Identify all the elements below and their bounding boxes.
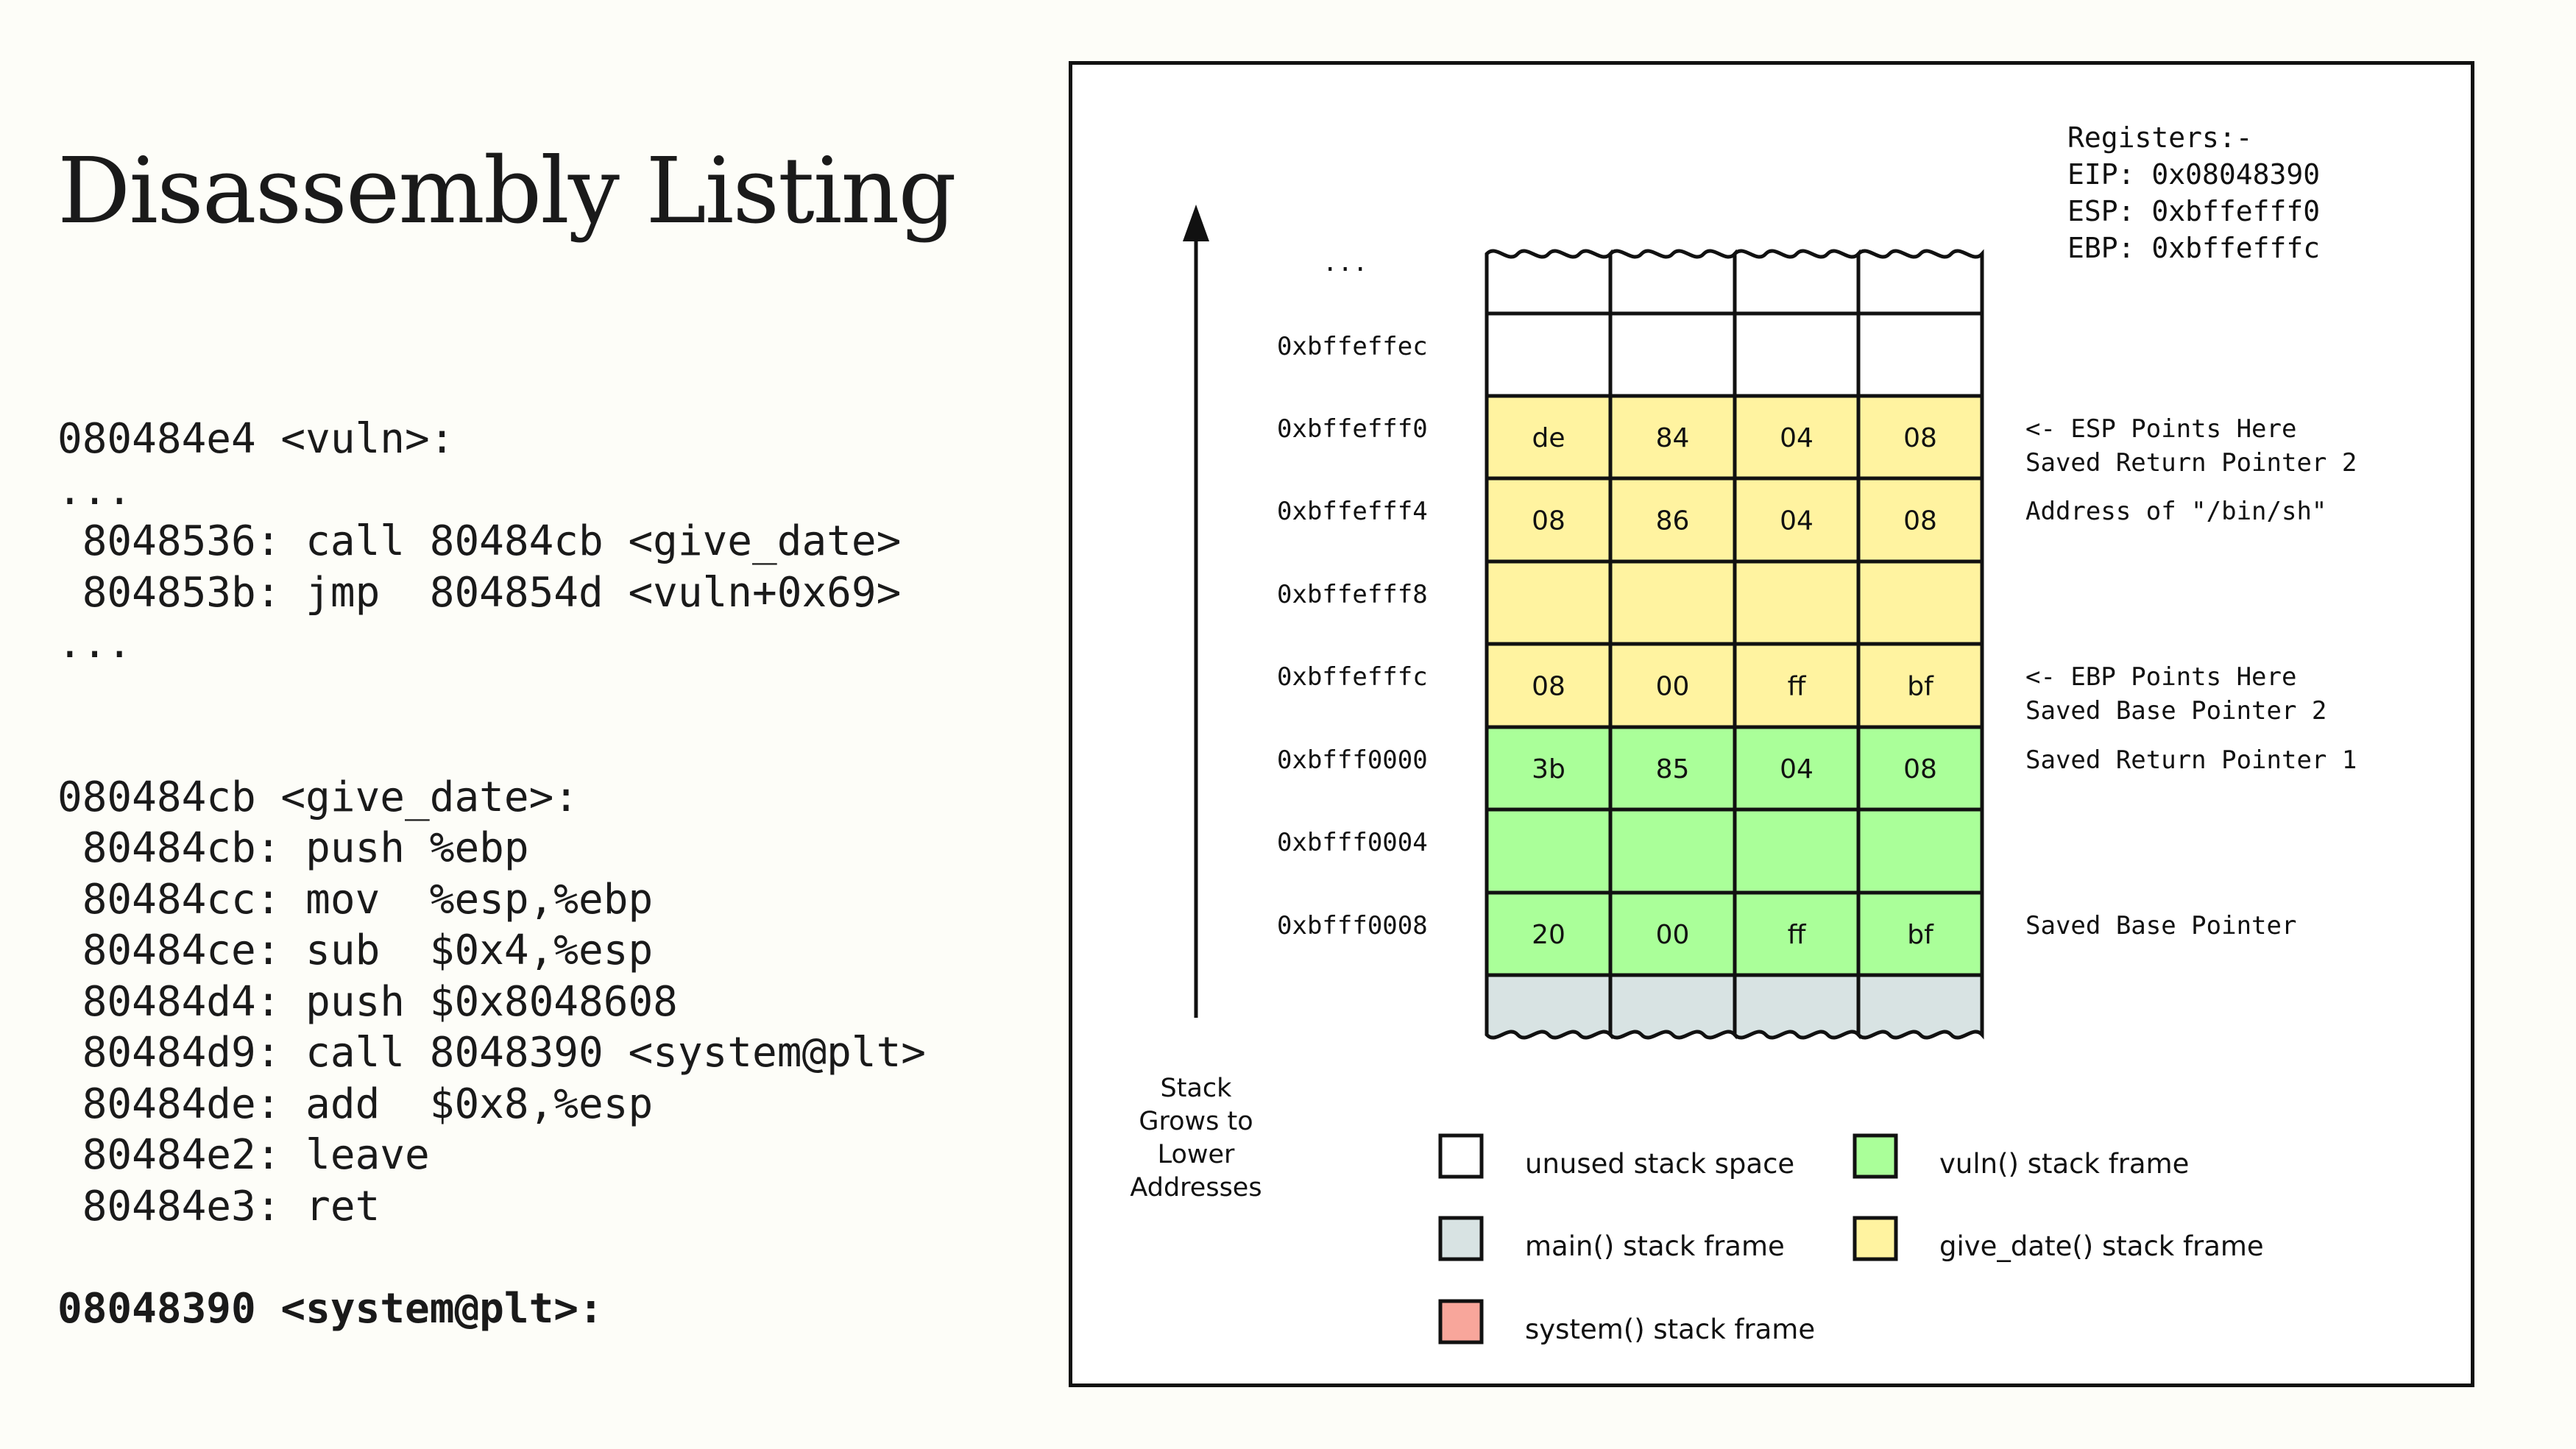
stack-cell [1485, 311, 1613, 398]
byte-label: 08 [1532, 506, 1565, 536]
stack-annotation: Saved Return Pointer 2 [2025, 448, 2357, 478]
stack-cell [1733, 311, 1861, 398]
byte-label: ff [1788, 672, 1807, 702]
stack-cell [1608, 559, 1737, 646]
address-label: 0xbffefffc [1277, 662, 1428, 692]
stack-annotation: Saved Base Pointer 2 [2025, 696, 2326, 726]
byte-label: 00 [1656, 920, 1690, 950]
stack-cell [1733, 249, 1861, 316]
listing-line: ... [57, 466, 132, 514]
stack-diagram-panel: 0xbffeffec de 84 04 08 0xbffefff0 <- ESP Point… [1069, 61, 2474, 1387]
growth-label-line: Stack [1161, 1074, 1233, 1103]
address-label: 0xbffefff8 [1277, 580, 1428, 609]
stack-cell [1856, 559, 1984, 646]
legend-swatch-main [1438, 1216, 1484, 1261]
register-line: EBP: 0xbffefffc [2067, 232, 2320, 264]
listing-line: 8048536: call 80484cb <give_date> [57, 517, 902, 565]
register-line: EIP: 0x08048390 [2067, 158, 2320, 191]
register-line: Registers:- [2067, 121, 2253, 154]
address-label: 0xbffefff0 [1277, 414, 1428, 444]
stack-cell [1856, 807, 1984, 895]
address-label: 0xbfff0004 [1277, 828, 1428, 857]
address-label: 0xbffefff4 [1277, 497, 1428, 526]
legend-label-system: system() stack frame [1525, 1314, 1815, 1345]
legend-swatch-give_date [1853, 1216, 1898, 1261]
stack-annotation: Address of "/bin/sh" [2025, 497, 2326, 526]
listing-line: 80484ce: sub $0x4,%esp [57, 927, 654, 974]
growth-label-line: Lower [1158, 1140, 1235, 1169]
stack-cell [1856, 311, 1984, 398]
byte-label: 04 [1780, 754, 1814, 784]
growth-label-line: Grows to [1139, 1107, 1253, 1136]
byte-label: 08 [1903, 506, 1937, 536]
byte-label: 04 [1780, 423, 1814, 453]
stack-cell [1485, 249, 1613, 316]
register-line: ESP: 0xbffefff0 [2067, 195, 2320, 227]
listing-line [57, 1232, 926, 1283]
legend-swatch-vuln [1853, 1133, 1898, 1179]
stack-cell [1608, 249, 1737, 316]
listing-line: 804853b: jmp 804854d <vuln+0x69> [57, 568, 902, 617]
byte-label: 20 [1532, 920, 1565, 950]
listing-line: 080484e4 <vuln>: [57, 415, 455, 463]
byte-label: bf [1907, 920, 1934, 950]
listing-line: 80484cb: push %ebp [57, 824, 529, 872]
listing-line: 80484d9: call 8048390 <system@plt> [57, 1029, 927, 1077]
byte-label: 84 [1656, 423, 1690, 453]
growth-arrow-head [1183, 205, 1209, 241]
byte-label: 08 [1532, 672, 1565, 702]
address-label: 0xbfff0000 [1277, 745, 1428, 775]
byte-label: 00 [1656, 672, 1690, 702]
legend-label-main: main() stack frame [1525, 1230, 1785, 1262]
stack-cell [1733, 807, 1861, 895]
listing-line: 80484de: add $0x8,%esp [57, 1080, 654, 1128]
legend-label-give_date: give_date() stack frame [1939, 1230, 2264, 1262]
stack-cell [1485, 559, 1613, 646]
stack-annotation: <- ESP Points Here [2025, 414, 2296, 444]
byte-label: 86 [1656, 506, 1690, 536]
listing-line: 80484d4: push $0x8048608 [57, 977, 678, 1026]
legend-label-unused: unused stack space [1525, 1148, 1794, 1180]
listing-line: 80484cc: mov %esp,%ebp [57, 875, 654, 924]
listing-line: 080484cb <give_date>: [57, 773, 579, 821]
stack-cell [1856, 249, 1984, 316]
legend-swatch-unused [1438, 1133, 1484, 1179]
listing-line: 80484e2: leave [57, 1131, 430, 1179]
stack-top-ellipsis: ... [1323, 248, 1367, 277]
byte-label: bf [1907, 672, 1934, 702]
byte-label: 04 [1780, 506, 1814, 536]
listing-line: ... [57, 620, 132, 667]
stack-cell [1608, 311, 1737, 398]
byte-label: 08 [1903, 754, 1937, 784]
slide-title: Disassembly Listing [57, 138, 957, 244]
disassembly-listing: 080484e4 <vuln>:... 8048536: call 80484c… [57, 414, 926, 1334]
listing-line [57, 720, 926, 772]
stack-cell [1856, 973, 1984, 1040]
byte-label: 08 [1903, 423, 1937, 453]
stack-annotation: Saved Base Pointer [2025, 911, 2296, 940]
stack-cell [1733, 973, 1861, 1040]
stack-annotation: Saved Return Pointer 1 [2025, 745, 2357, 775]
stack-cell [1485, 807, 1613, 895]
stack-cell [1608, 973, 1737, 1040]
address-label: 0xbffeffec [1277, 332, 1428, 361]
address-label: 0xbfff0008 [1277, 911, 1428, 940]
listing-line [57, 670, 926, 721]
stack-cell [1485, 973, 1613, 1040]
stack-diagram: 0xbffeffec de 84 04 08 0xbffefff0 <- ESP Point… [1130, 121, 2357, 1345]
byte-label: 3b [1532, 754, 1565, 784]
stack-cell [1608, 807, 1737, 895]
stack-annotation: <- EBP Points Here [2025, 662, 2296, 692]
legend-swatch-system [1438, 1299, 1484, 1345]
listing-line: 80484e3: ret [57, 1182, 381, 1230]
growth-label-line: Addresses [1130, 1173, 1262, 1202]
byte-label: de [1532, 423, 1565, 453]
byte-label: 85 [1656, 754, 1690, 784]
legend-label-vuln: vuln() stack frame [1939, 1148, 2189, 1180]
listing-line: 08048390 <system@plt>: [57, 1284, 604, 1333]
byte-label: ff [1788, 920, 1807, 950]
stack-cell [1733, 559, 1861, 646]
